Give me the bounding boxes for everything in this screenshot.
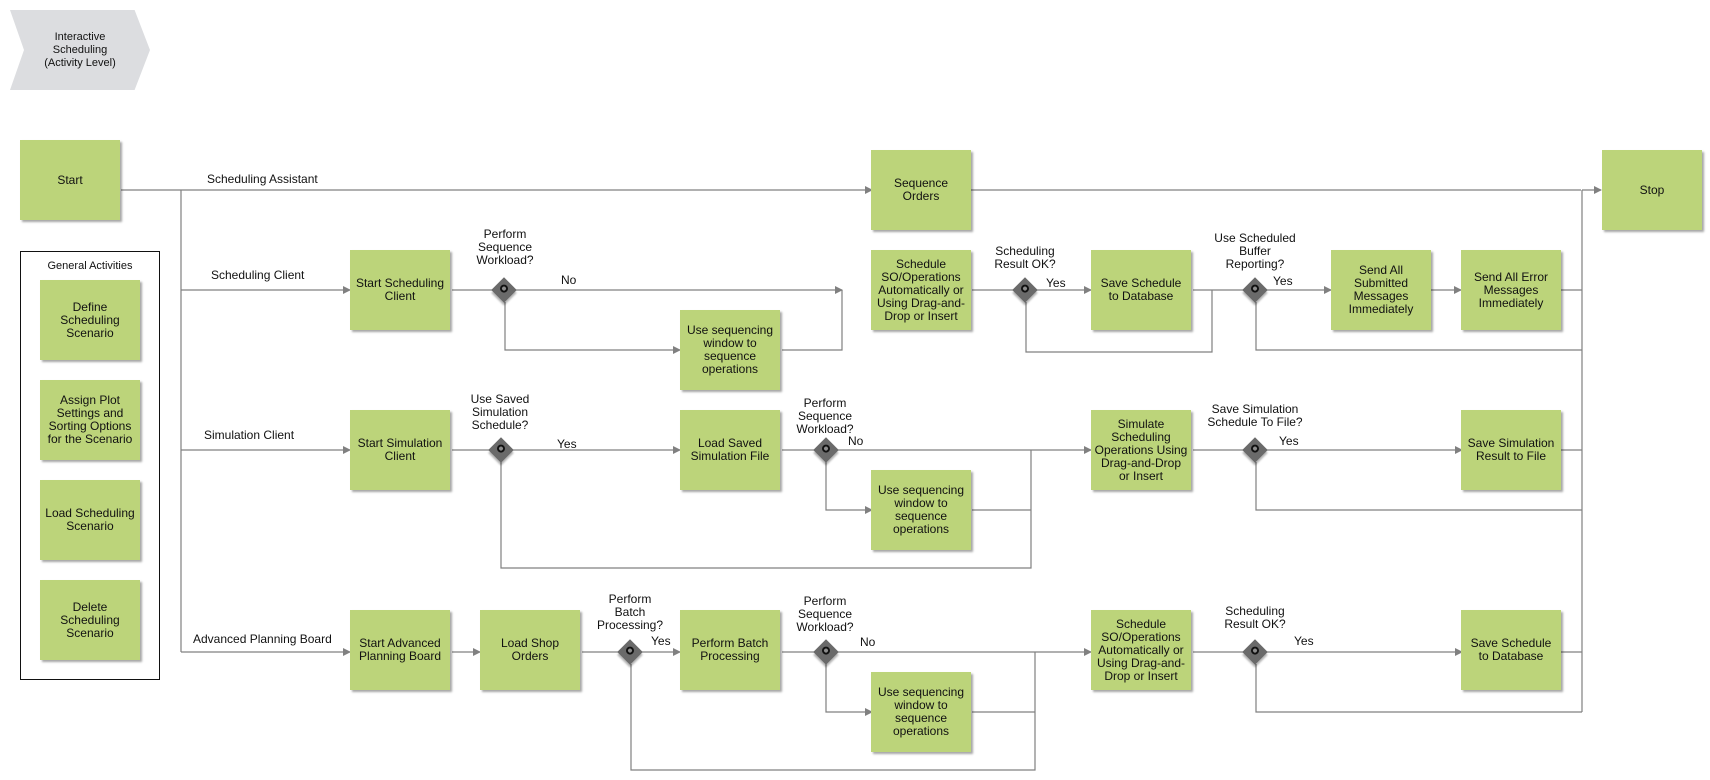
stop-event[interactable]: Stop xyxy=(1602,150,1702,230)
activity-simulate-scheduling-operations[interactable]: Simulate Scheduling Operations Using Dra… xyxy=(1091,410,1191,490)
legend-title: General Activities xyxy=(47,260,133,272)
answer-no-3: No xyxy=(860,635,876,649)
activity-perform-batch-processing[interactable]: Perform Batch Processing xyxy=(680,610,780,690)
activity-start-advanced-planning-board[interactable]: Start Advanced Planning Board xyxy=(350,610,450,690)
lane-label-scheduling-assistant: Scheduling Assistant xyxy=(207,172,318,186)
answer-yes-5: Yes xyxy=(651,634,671,648)
gateway-label-perform-sequence-2: Perform Sequence Workload? xyxy=(796,396,854,436)
legend-item-delete-scenario[interactable]: Delete Scheduling Scenario xyxy=(40,580,140,660)
gateway-label-use-saved-simulation: Use Saved Simulation Schedule? xyxy=(470,392,530,432)
gateway-label-perform-batch: Perform Batch Processing? xyxy=(596,592,664,632)
activity-sequence-orders[interactable]: Sequence Orders xyxy=(871,150,971,230)
gateway-label-save-simulation-file: Save Simulation Schedule To File? xyxy=(1207,402,1303,429)
gateway-label-scheduling-result-ok-2: Scheduling Result OK? xyxy=(1224,604,1286,631)
answer-yes-4: Yes xyxy=(1279,434,1299,448)
answer-yes-1: Yes xyxy=(1046,276,1066,290)
legend-item-define-scenario[interactable]: Define Scheduling Scenario xyxy=(40,280,140,360)
activity-use-sequencing-window-2[interactable]: Use sequencing window to sequence operat… xyxy=(871,470,971,550)
legend-item-load-scenario[interactable]: Load Scheduling Scenario xyxy=(40,480,140,560)
general-activities-legend: General Activities xyxy=(20,251,160,680)
lane-label-advanced-planning-board: Advanced Planning Board xyxy=(193,632,332,646)
start-event[interactable]: Start xyxy=(20,140,120,220)
activity-load-shop-orders[interactable]: Load Shop Orders xyxy=(480,610,580,690)
legend-item-assign-plot-settings[interactable]: Assign Plot Settings and Sorting Options… xyxy=(40,380,140,460)
activity-save-simulation-result[interactable]: Save Simulation Result to File xyxy=(1461,410,1561,490)
activity-use-sequencing-window-1[interactable]: Use sequencing window to sequence operat… xyxy=(680,310,780,390)
answer-yes-2: Yes xyxy=(1273,274,1293,288)
activity-schedule-so-operations-1[interactable]: Schedule SO/Operations Automatically or … xyxy=(871,250,971,330)
answer-no-1: No xyxy=(561,273,577,287)
activity-load-saved-simulation-file[interactable]: Load Saved Simulation File xyxy=(680,410,780,490)
activity-save-schedule-database-1[interactable]: Save Schedule to Database xyxy=(1091,250,1191,330)
answer-yes-6: Yes xyxy=(1294,634,1314,648)
gateway-label-use-scheduled-buffer: Use Scheduled Buffer Reporting? xyxy=(1214,231,1296,271)
process-title-chevron: Interactive Scheduling (Activity Level) xyxy=(10,10,150,90)
answer-yes-3: Yes xyxy=(557,437,577,451)
lane-label-scheduling-client: Scheduling Client xyxy=(211,268,305,282)
gateway-label-scheduling-result-ok-1: Scheduling Result OK? xyxy=(994,244,1056,271)
activity-save-schedule-database-2[interactable]: Save Schedule to Database xyxy=(1461,610,1561,690)
activity-start-scheduling-client[interactable]: Start Scheduling Client xyxy=(350,250,450,330)
gateway-label-perform-sequence-3: Perform Sequence Workload? xyxy=(796,594,854,634)
lane-label-simulation-client: Simulation Client xyxy=(204,428,295,442)
answer-no-2: No xyxy=(848,434,864,448)
activity-start-simulation-client[interactable]: Start Simulation Client xyxy=(350,410,450,490)
activity-send-error-messages[interactable]: Send All Error Messages Immediately xyxy=(1461,250,1561,330)
activity-schedule-so-operations-2[interactable]: Schedule SO/Operations Automatically or … xyxy=(1091,610,1191,690)
activity-use-sequencing-window-3[interactable]: Use sequencing window to sequence operat… xyxy=(871,672,971,752)
gateway-label-perform-sequence-1: Perform Sequence Workload? xyxy=(476,227,534,267)
activity-send-submitted-messages[interactable]: Send All Submitted Messages Immediately xyxy=(1331,250,1431,330)
